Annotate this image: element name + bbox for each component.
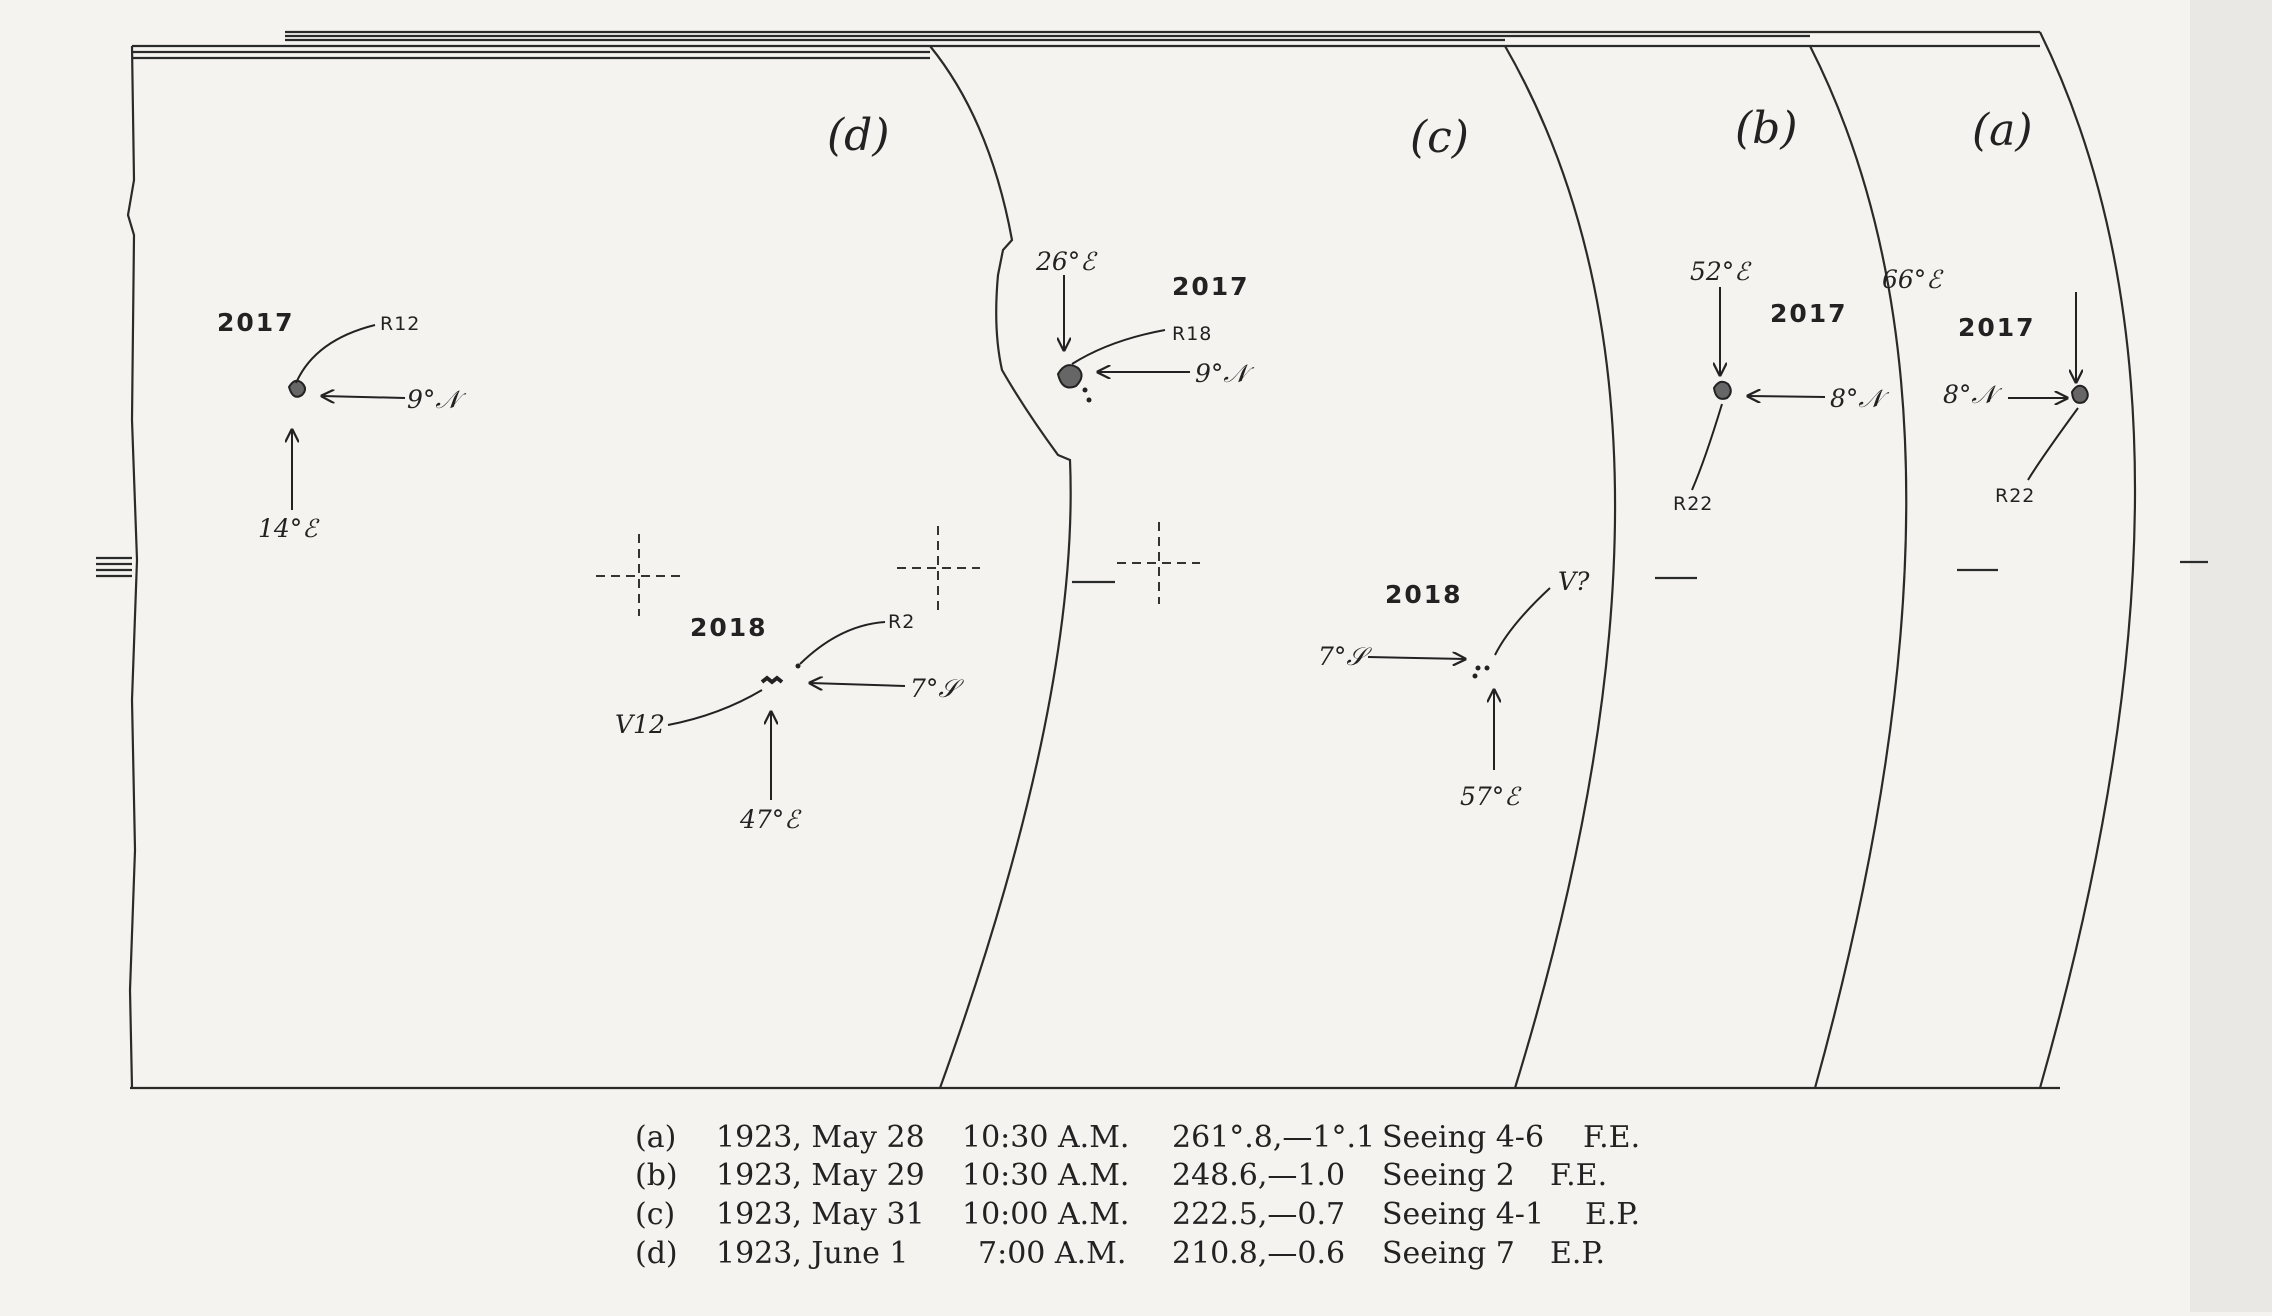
crosshair-1 (596, 534, 682, 616)
caption: (a) 1923, May 28 10:30 A.M. 261°.8,—1°.1… (635, 1120, 1640, 1271)
latitude-label: 9°𝒩 (1195, 359, 1254, 388)
latitude-label: 8°𝒩 (1943, 380, 2002, 409)
latitude-label: 9°𝒩 (407, 385, 466, 414)
sunspot-dot (1082, 387, 1088, 393)
caption-coords: 210.8,—0.6 (1172, 1236, 1345, 1271)
caption-seeing: Seeing 4-1 (1382, 1197, 1544, 1232)
sunspot (287, 379, 306, 398)
rotation-label: R22 (1673, 493, 1713, 515)
lat-arrow (1748, 396, 1826, 397)
sunspot-dot (1086, 397, 1092, 403)
caption-date: 1923, May 28 (716, 1120, 925, 1155)
rotation-label: R18 (1172, 323, 1212, 345)
limb-b (1809, 45, 1908, 1089)
sunspot (2070, 384, 2089, 404)
caption-row-c: (c) 1923, May 31 10:00 A.M. 222.5,—0.7 S… (635, 1197, 1640, 1232)
spot-group-2017-d: 2017 R12 9°𝒩 14°ℰ (217, 308, 466, 543)
caption-time: 10:30 A.M. (962, 1158, 1129, 1193)
spot-group-2017-b: 52°ℰ 2017 8°𝒩 R22 (1673, 257, 1889, 515)
spot-group-2017-c: 26°ℰ 2017 R18 9°𝒩 (1035, 247, 1254, 403)
caption-date: 1923, May 31 (716, 1197, 925, 1232)
group-number: 2017 (217, 308, 295, 337)
leader-line (2027, 407, 2079, 481)
caption-observer: F.E. (1583, 1120, 1640, 1155)
frame-left-edge (126, 45, 139, 1089)
caption-seeing: Seeing 7 (1382, 1236, 1515, 1271)
group-number: 2018 (690, 613, 768, 642)
limb-d (929, 45, 1072, 1089)
caption-observer: E.P. (1550, 1236, 1605, 1271)
leader-line (799, 621, 886, 665)
longitude-label: 47°ℰ (739, 805, 802, 834)
latitude-label: 7°𝒮 (910, 674, 964, 703)
caption-time: 10:30 A.M. (962, 1120, 1129, 1155)
lat-arrow (322, 396, 406, 398)
sunspot-dot (1484, 665, 1490, 671)
limb-c (1504, 45, 1617, 1089)
caption-seeing: Seeing 2 (1382, 1158, 1515, 1193)
panel-label-a: (a) (1972, 105, 2033, 156)
leader-line (1071, 329, 1166, 365)
caption-row-d: (d) 1923, June 1 7:00 A.M. 210.8,—0.6 Se… (635, 1236, 1605, 1271)
caption-seeing: Seeing 4-6 (1382, 1120, 1544, 1155)
page-edge-shadow (2190, 0, 2272, 1312)
spot-group-2018-d: 2018 R2 V12 7°𝒮 47°ℰ (615, 611, 964, 834)
rotation-label: R12 (380, 313, 420, 335)
lat-arrow (810, 683, 906, 686)
crosshair-3 (1117, 522, 1200, 604)
limb-a (2038, 31, 2137, 1089)
rotation-label: V? (1558, 567, 1590, 596)
rotation-label: R22 (1995, 485, 2035, 507)
caption-time: 7:00 A.M. (978, 1236, 1126, 1271)
sunspot-dot (1472, 673, 1478, 679)
caption-id: (d) (635, 1236, 678, 1271)
caption-id: (c) (635, 1197, 675, 1232)
caption-coords: 222.5,—0.7 (1172, 1197, 1345, 1232)
panel-label-b: (b) (1735, 103, 1798, 154)
group-number: 2017 (1958, 313, 2036, 342)
panel-label-d: (d) (827, 110, 890, 161)
sunspot (1712, 380, 1732, 400)
caption-id: (a) (635, 1120, 676, 1155)
longitude-label: 66°ℰ (1882, 265, 1944, 294)
left-tick-marks (96, 556, 132, 578)
caption-observer: E.P. (1585, 1197, 1640, 1232)
leader-line (667, 689, 763, 726)
sunspot (1056, 364, 1083, 389)
caption-row-b: (b) 1923, May 29 10:30 A.M. 248.6,—1.0 S… (635, 1158, 1607, 1193)
sunspot-chain (760, 675, 784, 685)
caption-time: 10:00 A.M. (962, 1197, 1129, 1232)
caption-coords: 248.6,—1.0 (1172, 1158, 1345, 1193)
leader-line (1691, 403, 1723, 491)
longitude-label: 14°ℰ (258, 514, 320, 543)
latitude-label: 8°𝒩 (1830, 384, 1889, 413)
caption-coords: 261°.8,—1°.1 (1172, 1120, 1375, 1155)
lat-arrow (1367, 657, 1465, 659)
caption-date: 1923, June 1 (716, 1236, 908, 1271)
group-number: 2017 (1770, 299, 1848, 328)
sunspot-dot (795, 663, 801, 669)
rotation-label: V12 (615, 710, 665, 739)
spot-group-2018-c: 2018 V? 7°𝒮 57°ℰ (1318, 567, 1590, 811)
panel-label-c: (c) (1410, 112, 1469, 163)
longitude-label: 26°ℰ (1035, 247, 1098, 276)
sunspot-dot (1475, 665, 1481, 671)
spot-group-2017-a: 66°ℰ 2017 8°𝒩 R22 (1882, 265, 2089, 507)
group-number: 2018 (1385, 580, 1463, 609)
caption-row-a: (a) 1923, May 28 10:30 A.M. 261°.8,—1°.1… (635, 1120, 1640, 1155)
rotation-label: R2 (888, 611, 915, 633)
caption-id: (b) (635, 1158, 678, 1193)
longitude-label: 57°ℰ (1460, 782, 1522, 811)
caption-observer: F.E. (1550, 1158, 1607, 1193)
leader-line (1494, 587, 1551, 656)
longitude-label: 52°ℰ (1690, 257, 1752, 286)
leader-line (295, 324, 376, 384)
latitude-label: 7°𝒮 (1318, 642, 1372, 671)
group-number: 2017 (1172, 272, 1250, 301)
caption-date: 1923, May 29 (716, 1158, 925, 1193)
